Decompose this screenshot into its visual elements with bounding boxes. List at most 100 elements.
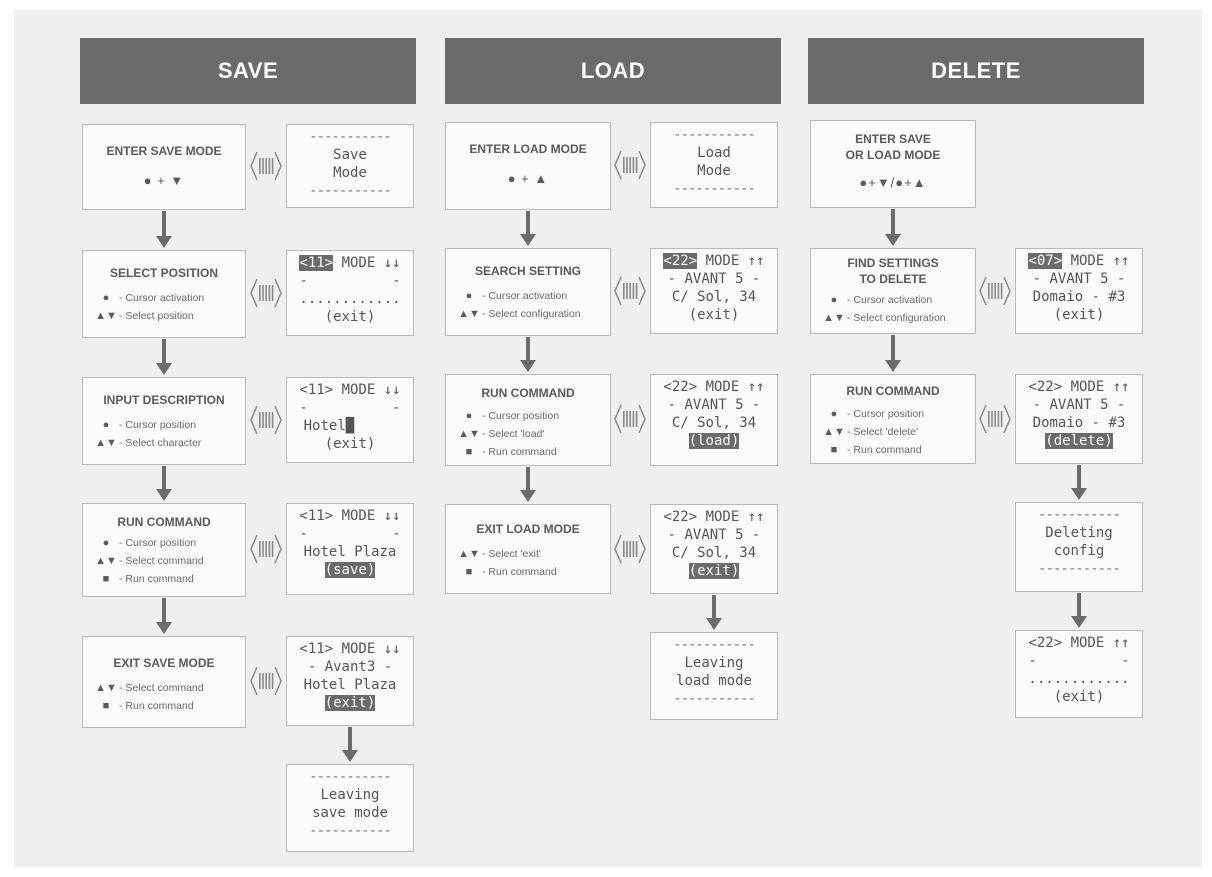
display-line: (exit) xyxy=(1016,306,1142,324)
connector-icon xyxy=(249,149,283,188)
display-line: - AVANT 5 - xyxy=(651,270,777,288)
down-arrow-icon xyxy=(520,467,536,507)
display-line: C/ Sol, 34 xyxy=(651,414,777,432)
display-text: <22> MODE ↑↑ xyxy=(663,509,765,525)
arrow-glyph xyxy=(156,339,172,375)
instruction-line: ▲▼- Select configuration xyxy=(458,308,581,320)
display-text: Hotel xyxy=(303,418,346,434)
display-line: (load) xyxy=(651,432,777,450)
connector-glyph xyxy=(614,404,646,434)
display-text: C/ Sol, 34 xyxy=(671,415,757,431)
instruction-line: ▲▼- Select command xyxy=(95,555,204,567)
save-display-4: <11> MODE ↓↓- -Hotel Plaza(save) xyxy=(286,503,414,595)
load-step-run-command: RUN COMMAND ●- Cursor position ▲▼- Selec… xyxy=(445,374,611,466)
down-arrow-icon xyxy=(520,211,536,251)
display-text: █ xyxy=(345,418,355,434)
display-line: ----------- xyxy=(287,768,413,786)
arrow-glyph xyxy=(520,467,536,502)
display-line: ----------- xyxy=(287,182,413,200)
display-line: - - xyxy=(287,272,413,290)
delete-header: DELETE xyxy=(808,38,1144,104)
display-text: Hotel Plaza xyxy=(303,677,397,693)
instruction-line: ●- Cursor activation xyxy=(102,292,205,304)
arrow-glyph xyxy=(520,211,536,246)
display-line: save mode xyxy=(287,804,413,822)
display-line: - - xyxy=(287,525,413,543)
delete-display-2: <22> MODE ↑↑- AVANT 5 -Domaio - #3(delet… xyxy=(1015,374,1143,464)
display-text: (exit) xyxy=(324,436,376,452)
display-text: <22> MODE ↑↑ xyxy=(663,379,765,395)
connector-glyph xyxy=(250,151,282,181)
display-text: ----------- xyxy=(309,823,392,839)
display-text: - - xyxy=(299,526,401,542)
instruction-line: ▲▼- Select configuration xyxy=(823,312,946,324)
display-text: MODE ↑↑ xyxy=(1062,253,1130,269)
instruction-line: ●- Cursor position xyxy=(102,419,197,431)
instruction-line: ■- Run command xyxy=(102,700,194,712)
display-text xyxy=(354,418,396,434)
display-line: <22> MODE ↑↑ xyxy=(1016,634,1142,652)
connector-icon xyxy=(613,532,647,571)
arrow-glyph xyxy=(1071,465,1087,500)
display-line: <22> MODE ↑↑ xyxy=(1016,378,1142,396)
display-text: ----------- xyxy=(309,183,392,199)
display-line: ............ xyxy=(1016,670,1142,688)
display-text: - AVANT 5 - xyxy=(667,271,761,287)
display-line: ----------- xyxy=(651,180,777,198)
arrow-glyph xyxy=(156,598,172,634)
display-line: - AVANT 5 - xyxy=(1016,396,1142,414)
highlighted-text: <22> xyxy=(663,253,698,269)
display-text: MODE ↓↓ xyxy=(333,255,401,271)
display-line: - AVANT 5 - xyxy=(1016,270,1142,288)
instruction-line: ●- Cursor position xyxy=(102,537,197,549)
display-text: - AVANT 5 - xyxy=(667,397,761,413)
down-arrow-icon xyxy=(1071,465,1087,505)
display-line: <07> MODE ↑↑ xyxy=(1016,252,1142,270)
instruction-line: ●- Cursor position xyxy=(830,408,925,420)
display-line: Leaving xyxy=(651,654,777,672)
connector-glyph xyxy=(979,276,1011,306)
display-line: ----------- xyxy=(651,126,777,144)
display-text: (exit) xyxy=(324,309,376,325)
connector-glyph xyxy=(979,404,1011,434)
display-text: - - xyxy=(299,273,401,289)
arrow-glyph xyxy=(156,466,172,501)
display-text: Mode xyxy=(333,165,367,181)
display-line: <22> MODE ↑↑ xyxy=(651,252,777,270)
display-text: ----------- xyxy=(1038,561,1121,577)
instruction-line: ▲▼- Select 'exit' xyxy=(458,548,541,560)
connector-icon xyxy=(613,148,647,187)
display-line: <11> MODE ↓↓ xyxy=(287,640,413,658)
display-text: Save xyxy=(333,147,367,163)
display-line: (exit) xyxy=(651,562,777,580)
save-display-3: <11> MODE ↓↓- -Hotel█ (exit) xyxy=(286,377,414,463)
display-line: <22> MODE ↑↑ xyxy=(651,508,777,526)
display-line: (exit) xyxy=(1016,688,1142,706)
connector-glyph xyxy=(250,666,282,696)
display-line: (exit) xyxy=(287,435,413,453)
display-line: Save xyxy=(287,146,413,164)
delete-step-run-command: RUN COMMAND ●- Cursor position ▲▼- Selec… xyxy=(810,374,976,464)
load-header: LOAD xyxy=(445,38,781,104)
display-text: (exit) xyxy=(1053,307,1105,323)
display-text: - AVANT 5 - xyxy=(667,527,761,543)
connector-glyph xyxy=(614,276,646,306)
step-keys: ● + ▲ xyxy=(507,171,549,186)
display-line: ----------- xyxy=(1016,560,1142,578)
display-text: save mode xyxy=(312,805,388,821)
display-text: ............ xyxy=(1028,671,1130,687)
step-title: SEARCH SETTING xyxy=(474,264,581,278)
down-arrow-icon xyxy=(706,595,722,635)
display-line: C/ Sol, 34 xyxy=(651,288,777,306)
delete-step-find-settings: FIND SETTINGS TO DELETE ●- Cursor activa… xyxy=(810,248,976,334)
step-title: SELECT POSITION xyxy=(109,266,218,280)
step-title: RUN COMMAND xyxy=(481,386,575,400)
display-line: ----------- xyxy=(1016,506,1142,524)
connector-glyph xyxy=(250,278,282,308)
display-line: (exit) xyxy=(651,306,777,324)
display-line: <11> MODE ↓↓ xyxy=(287,507,413,525)
connector-glyph xyxy=(614,534,646,564)
display-line: - Avant3 - xyxy=(287,658,413,676)
display-line: - AVANT 5 - xyxy=(651,396,777,414)
instruction-line: ■- Run command xyxy=(102,573,194,585)
